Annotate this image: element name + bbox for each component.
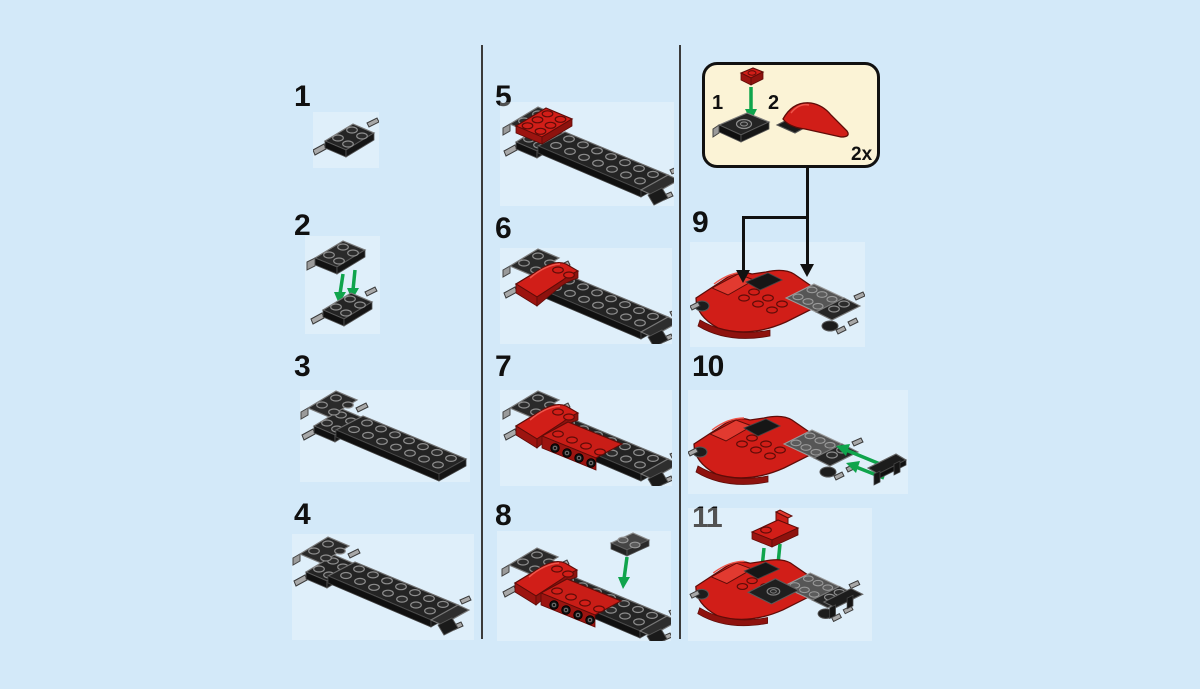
callout-part2-red-wedge: [775, 102, 849, 138]
callout-part2-label: 2: [768, 92, 780, 114]
step-2-number: 2: [294, 209, 311, 242]
callout-part1-red-plate: [739, 67, 765, 86]
callout-connector-line: [742, 216, 745, 270]
rear-wing-piece: [866, 453, 908, 486]
step-6-illustration: [500, 248, 672, 344]
step-11-illustration: [688, 508, 872, 641]
callout-connector-line: [742, 216, 809, 219]
step-1-illustration: [313, 112, 379, 168]
green-arrow-icon: [334, 273, 346, 304]
step-5-illustration: [500, 102, 674, 206]
step-5-number: 5: [495, 80, 512, 113]
black-arrow-icon: [736, 270, 750, 283]
step-1-number: 1: [294, 80, 311, 113]
step-3-illustration: [300, 390, 470, 482]
step-6-number: 6: [495, 212, 512, 245]
callout-part1-black-plate: [712, 112, 771, 143]
step-7-number: 7: [495, 350, 512, 383]
step-9-illustration: [690, 242, 865, 347]
step-3-number: 3: [294, 350, 311, 383]
step-4-number: 4: [294, 498, 311, 531]
green-arrow-icon: [618, 556, 630, 589]
black-arrow-icon: [800, 264, 814, 277]
step-11-number: 11: [692, 501, 723, 534]
step-8-number: 8: [495, 499, 512, 532]
step-10-illustration: [688, 390, 908, 494]
step-8-illustration: [497, 531, 671, 641]
column-divider-right: [679, 45, 681, 639]
callout-connector-line: [806, 165, 809, 264]
step-9-number: 9: [692, 206, 709, 239]
floating-red-seat-piece: [750, 509, 800, 548]
callout-parts-illustration: [712, 67, 849, 143]
column-divider-left: [481, 45, 483, 639]
floating-gray-plate: [609, 532, 651, 557]
step-4-illustration: [292, 534, 474, 640]
step-10-number: 10: [692, 350, 724, 383]
green-arrow-icon: [836, 444, 881, 466]
parts-callout-box: 1 2 2x: [702, 62, 880, 168]
step-7-illustration: [500, 390, 672, 486]
callout-part1-label: 1: [712, 92, 724, 114]
callout-quantity-label: 2x: [851, 144, 873, 165]
step-2-illustration: [305, 236, 380, 334]
